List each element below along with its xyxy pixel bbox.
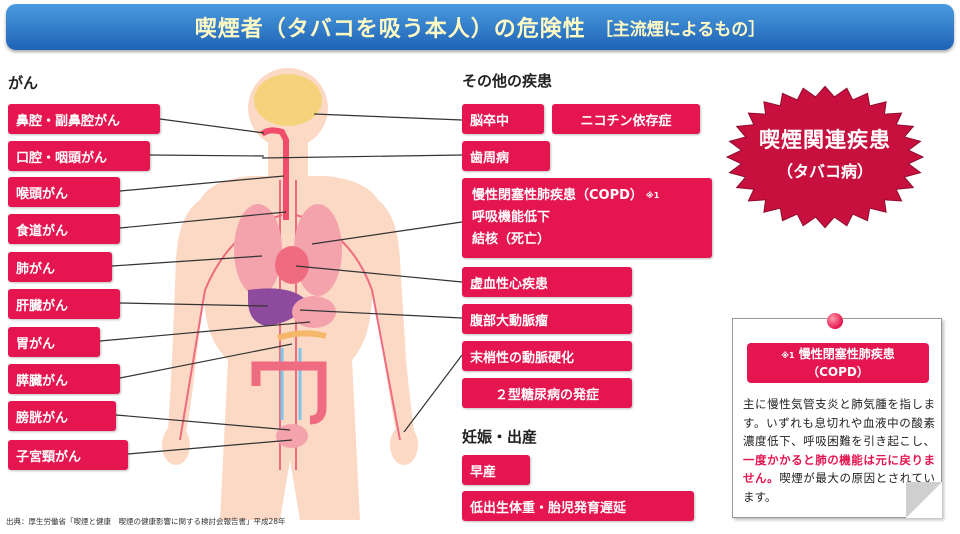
disease-nicotine-dependence: ニコチン依存症 (552, 104, 700, 134)
disease-diabetes: ２型糖尿病の発症 (462, 378, 632, 408)
liver (248, 288, 306, 326)
note-title-line-1: 慢性閉塞性肺疾患 (798, 347, 895, 361)
disease-copd: 慢性閉塞性肺疾患（COPD）※1 (472, 188, 660, 203)
cancer-item-oral: 口腔・咽頭がん (8, 141, 150, 171)
disease-stroke: 脳卒中 (462, 104, 544, 134)
note-mark: ※1 (781, 351, 795, 360)
badge-line-1: 喫煙関連疾患 (759, 128, 891, 152)
cancer-item-cervix: 子宮頸がん (8, 440, 128, 470)
cancer-item-pancreas: 膵臓がん (8, 364, 120, 394)
note-body-text: 主に慢性気管支炎と肺気腫を指します。いずれも息切れや血液中の酸素濃度低下、呼吸困… (743, 397, 935, 448)
cancer-item-stomach: 胃がん (8, 327, 100, 357)
cancer-item-nasal: 鼻腔・副鼻腔がん (8, 104, 160, 134)
section-pregnancy: 妊娠・出産 (462, 428, 538, 446)
disease-aortic-aneurysm: 腹部大動脈瘤 (462, 304, 632, 334)
cancer-item-bladder: 膀胱がん (8, 401, 116, 431)
pregnancy-premature-birth: 早産 (462, 455, 530, 485)
pregnancy-low-birth-weight: 低出生体重・胎児発育遅延 (462, 491, 694, 521)
disease-respiratory-group: 慢性閉塞性肺疾患（COPD）※1 呼吸機能低下 結核（死亡） (462, 178, 712, 258)
note-body: 主に慢性気管支炎と肺気腫を指します。いずれも息切れや血液中の酸素濃度低下、呼吸困… (743, 395, 935, 506)
disease-ischemic-heart: 虚血性心疾患 (462, 267, 632, 297)
smoking-disease-badge: 喫煙関連疾患 （タバコ病） (716, 124, 934, 182)
heart (275, 246, 309, 284)
brain (254, 74, 322, 126)
title-banner: 喫煙者（タバコを吸う本人）の危険性 ［主流煙によるもの］ (6, 4, 954, 50)
section-cancer: がん (8, 74, 39, 92)
left-lung (234, 204, 282, 296)
note-body-highlight: 一度かかると肺の機能は元に戻りません。 (743, 452, 935, 486)
pushpin-icon (827, 313, 843, 329)
cancer-item-esophagus: 食道がん (8, 214, 120, 244)
copd-note-card: ※1 慢性閉塞性肺疾患 （COPD） 主に慢性気管支炎と肺気腫を指します。いずれ… (732, 313, 942, 518)
section-other-diseases: その他の疾患 (462, 72, 553, 90)
bladder (276, 424, 308, 448)
ureters (280, 348, 302, 420)
pancreas (276, 330, 327, 341)
note-title: ※1 慢性閉塞性肺疾患 （COPD） (747, 343, 929, 383)
disease-lung-function: 呼吸機能低下 (472, 210, 551, 225)
page-subtitle: ［主流煙によるもの］ (595, 19, 766, 40)
stomach (292, 296, 336, 328)
note-title-line-2: （COPD） (807, 365, 869, 379)
cancer-item-liver: 肝臓がん (8, 289, 120, 319)
other-connectors (261, 113, 463, 433)
page-title: 喫煙者（タバコを吸う本人）の危険性 (194, 17, 586, 42)
copd-footnote-mark: ※1 (645, 191, 660, 200)
badge-starburst (725, 85, 925, 229)
disease-arteriosclerosis: 末梢性の動脈硬化 (462, 341, 632, 371)
cancer-item-lung: 肺がん (8, 252, 112, 282)
disease-tuberculosis: 結核（死亡） (472, 232, 551, 247)
airway (260, 127, 289, 220)
source-citation: 出典：厚生労働省「喫煙と健康 喫煙の健康影響に関する検討会報告書」平成28年 (6, 517, 286, 526)
badge-line-2: （タバコ病） (776, 162, 873, 181)
cancer-connectors (99, 118, 311, 455)
note-body-text-end: 喫煙が最大の原因とされています。 (743, 471, 936, 504)
disease-periodontal: 歯周病 (462, 141, 550, 171)
page-curl (906, 482, 942, 518)
cancer-item-larynx: 喉頭がん (8, 177, 120, 207)
large-intestine (251, 361, 327, 425)
